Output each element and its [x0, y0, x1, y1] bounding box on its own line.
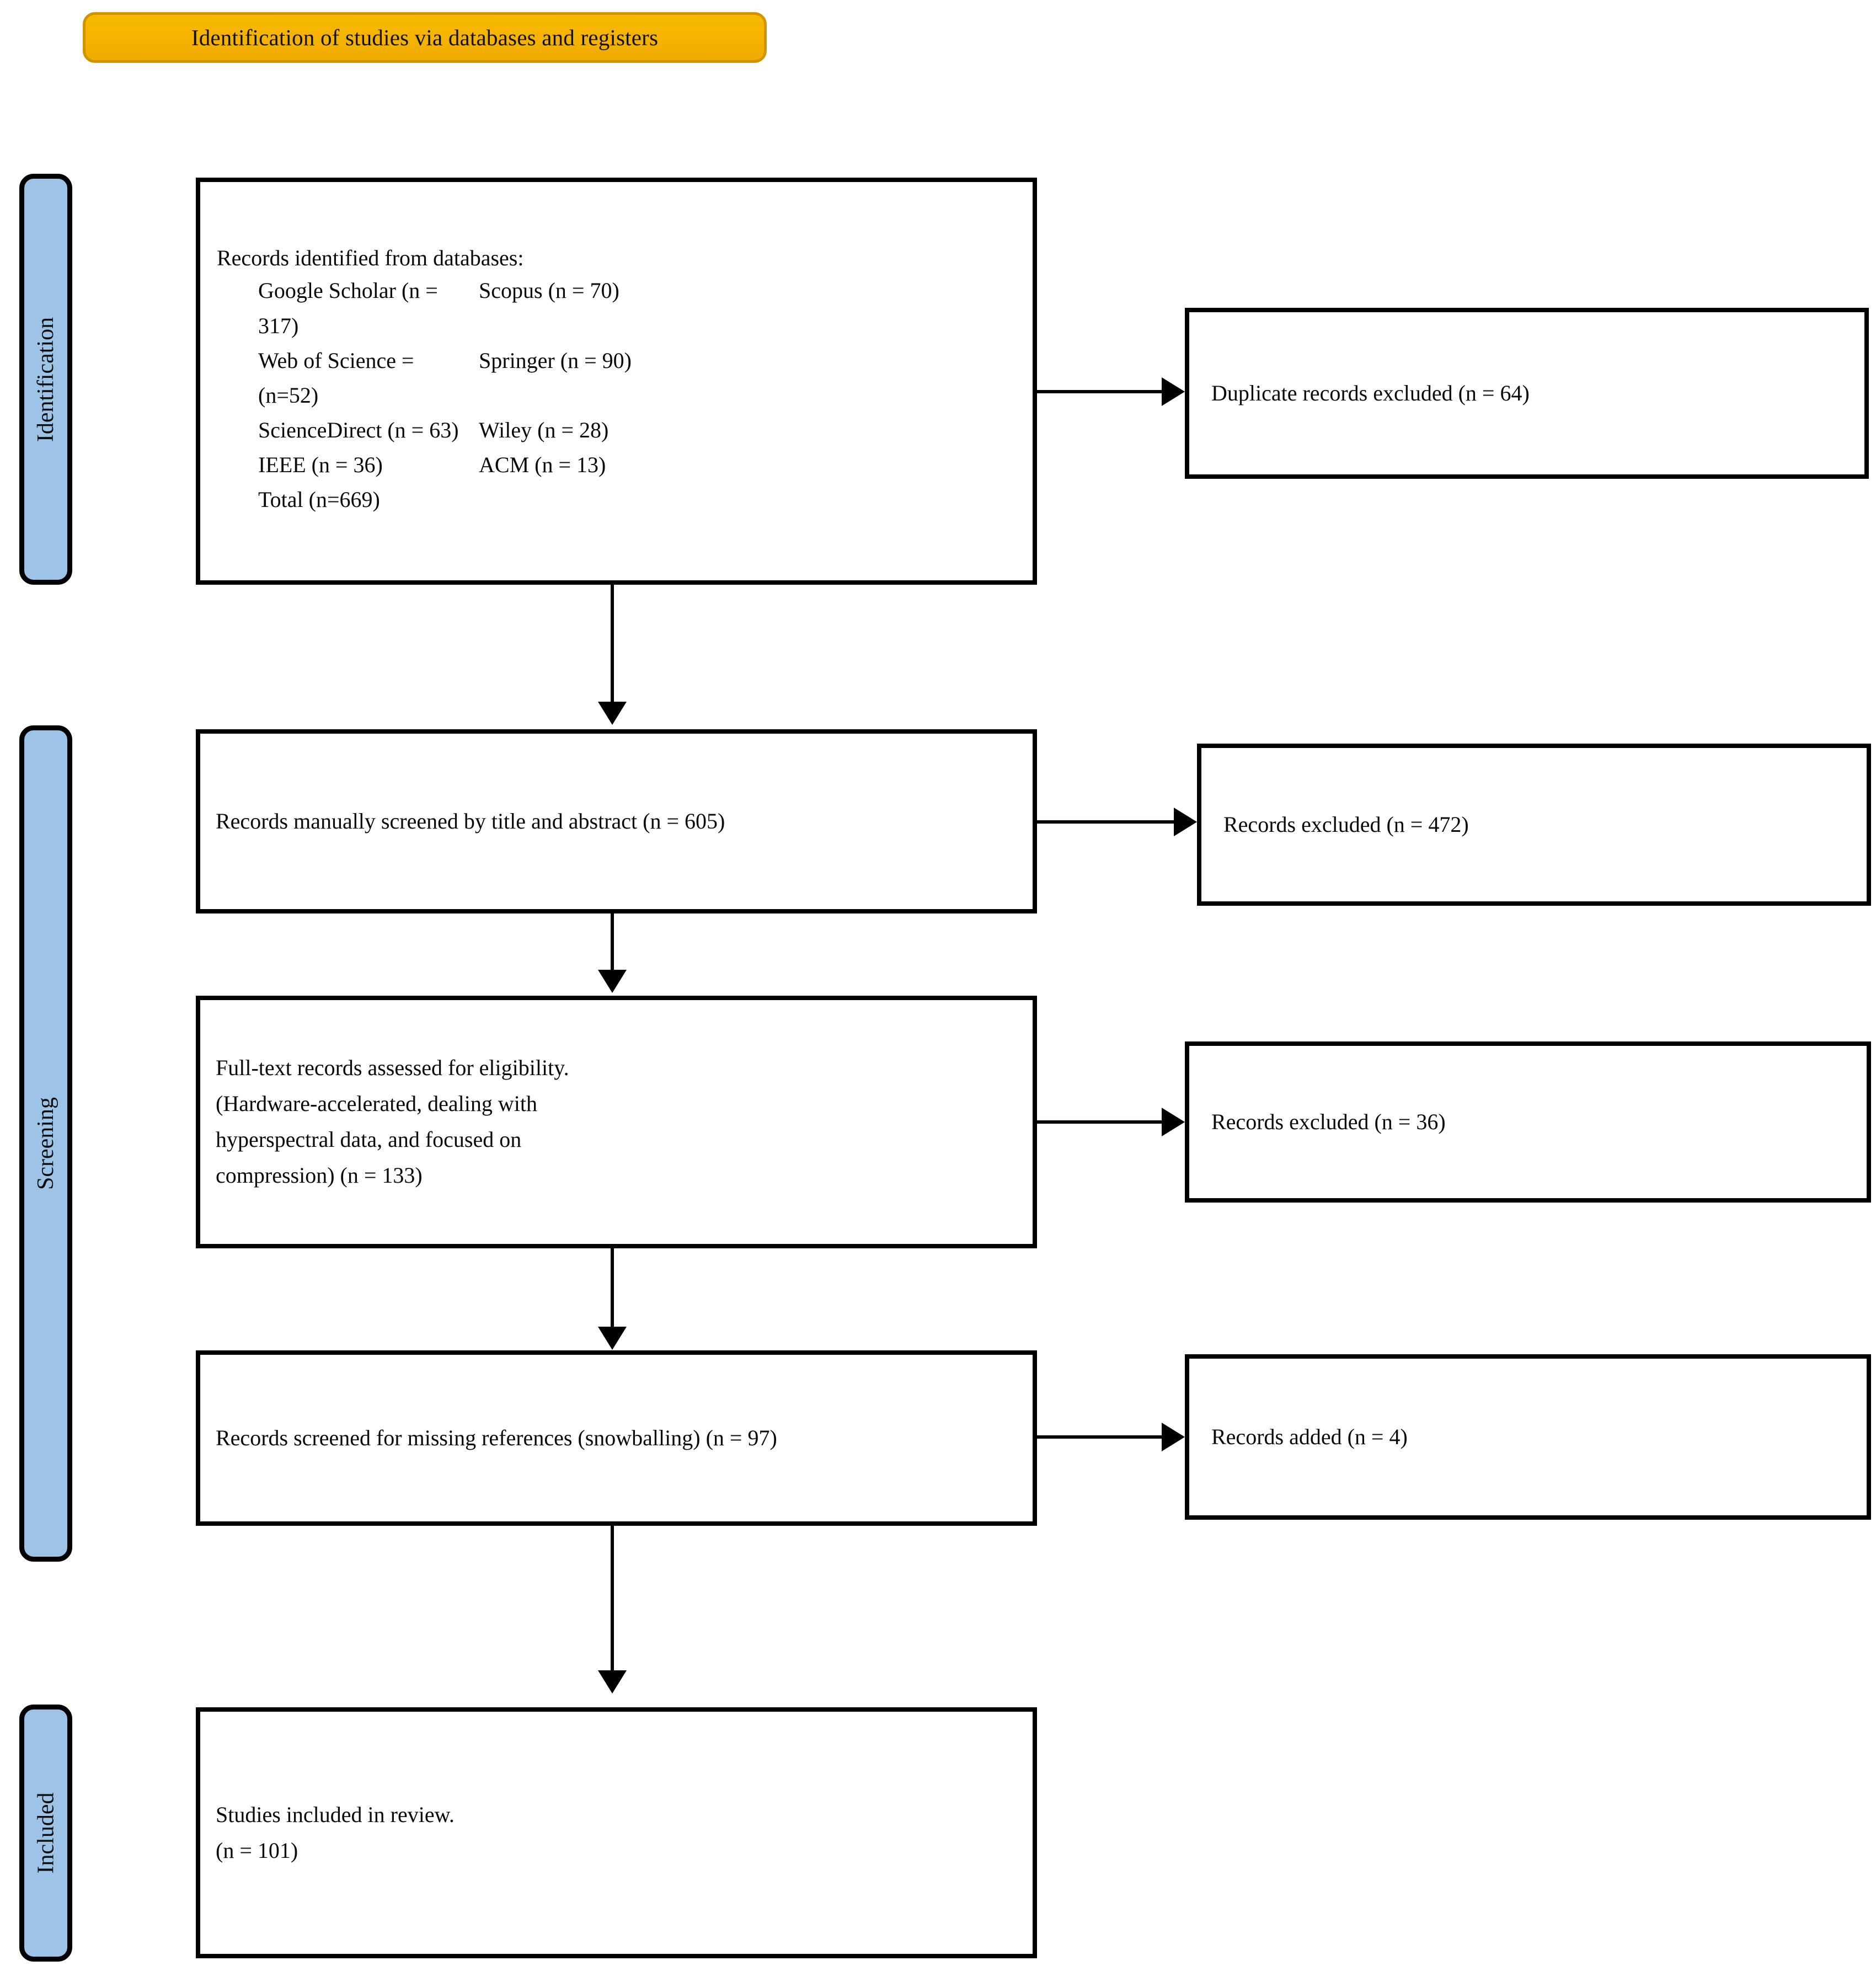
database-row: Web of Science = (n=52) Springer (n = 90…	[258, 343, 1033, 413]
database-count-springer: Springer (n = 90)	[479, 348, 632, 373]
fulltext-line: (Hardware-accelerated, dealing with	[216, 1091, 537, 1116]
stage-rail-screening: Screening	[19, 725, 72, 1562]
arrowhead-right-excluded-472	[1174, 808, 1197, 836]
connector-identified-to-duplicates	[1037, 390, 1162, 393]
database-count-total: Total (n=669)	[258, 487, 380, 512]
arrowhead-right-records-added	[1162, 1423, 1185, 1451]
stage-label-identification: Identification	[33, 317, 58, 442]
database-row: ScienceDirect (n = 63) Wiley (n = 28)	[258, 413, 1033, 447]
diagram-title-banner: Identification of studies via databases …	[83, 12, 767, 63]
database-row: IEEE (n = 36) ACM (n = 13)	[258, 447, 1033, 482]
stage-label-screening: Screening	[33, 1097, 59, 1190]
database-count-ieee: IEEE (n = 36)	[258, 452, 383, 478]
arrowhead-right-excluded-36	[1162, 1108, 1185, 1136]
snowballing-text: Records screened for missing references …	[216, 1425, 777, 1450]
database-count-scopus: Scopus (n = 70)	[479, 278, 619, 303]
arrowhead-down-included	[598, 1670, 627, 1693]
node-duplicate-records-excluded: Duplicate records excluded (n = 64)	[1185, 308, 1869, 479]
fulltext-line: Full-text records assessed for eligibili…	[216, 1055, 569, 1081]
arrowhead-down-fulltext	[598, 970, 627, 993]
records-excluded-screening-text: Records excluded (n = 472)	[1223, 811, 1469, 837]
connector-snowballing-to-included	[611, 1526, 614, 1672]
node-records-excluded-screening: Records excluded (n = 472)	[1197, 744, 1871, 906]
node-records-added: Records added (n = 4)	[1185, 1354, 1871, 1520]
arrowhead-down-screened	[598, 702, 627, 725]
node-studies-included: Studies included in review. (n = 101)	[196, 1707, 1037, 1958]
connector-screened-to-fulltext	[611, 913, 614, 971]
stage-rail-included: Included	[19, 1705, 72, 1962]
database-row: Google Scholar (n = 317) Scopus (n = 70)	[258, 273, 1033, 343]
fulltext-line: hyperspectral data, and focused on	[216, 1127, 522, 1152]
connector-snowballing-to-added	[1037, 1435, 1162, 1439]
records-screened-text: Records manually screened by title and a…	[216, 808, 725, 834]
node-fulltext-assessed: Full-text records assessed for eligibili…	[196, 996, 1037, 1248]
fulltext-assessed-text: Full-text records assessed for eligibili…	[200, 1050, 1033, 1193]
records-added-text: Records added (n = 4)	[1211, 1424, 1408, 1449]
fulltext-line: compression) (n = 133)	[216, 1162, 423, 1188]
records-excluded-fulltext-text: Records excluded (n = 36)	[1211, 1109, 1446, 1134]
database-count-wiley: Wiley (n = 28)	[479, 418, 609, 443]
node-records-excluded-fulltext: Records excluded (n = 36)	[1185, 1041, 1871, 1203]
connector-screened-to-excluded	[1037, 820, 1174, 824]
diagram-title: Identification of studies via databases …	[191, 25, 659, 50]
duplicate-records-excluded-text: Duplicate records excluded (n = 64)	[1211, 380, 1530, 405]
stage-rail-identification: Identification	[19, 174, 72, 585]
node-records-screened: Records manually screened by title and a…	[196, 729, 1037, 913]
arrowhead-down-snowballing	[598, 1327, 627, 1350]
database-count-web-of-science: Web of Science = (n=52)	[258, 348, 414, 408]
studies-included-text: Studies included in review. (n = 101)	[200, 1797, 1033, 1869]
studies-included-line: (n = 101)	[216, 1837, 298, 1863]
studies-included-line: Studies included in review.	[216, 1802, 455, 1827]
connector-identified-to-screened	[611, 585, 614, 703]
database-count-sciencedirect: ScienceDirect (n = 63)	[258, 418, 459, 443]
database-count-google-scholar: Google Scholar (n = 317)	[258, 278, 438, 338]
connector-fulltext-to-snowballing	[611, 1248, 614, 1328]
arrowhead-right-duplicates	[1162, 377, 1185, 406]
stage-label-included: Included	[33, 1792, 59, 1874]
node-records-identified: Records identified from databases: Googl…	[196, 178, 1037, 585]
database-counts-list: Google Scholar (n = 317) Scopus (n = 70)…	[200, 273, 1033, 482]
database-count-acm: ACM (n = 13)	[479, 452, 606, 478]
records-identified-intro: Records identified from databases:	[217, 245, 524, 271]
node-snowballing: Records screened for missing references …	[196, 1350, 1037, 1526]
connector-fulltext-to-excluded	[1037, 1120, 1162, 1124]
